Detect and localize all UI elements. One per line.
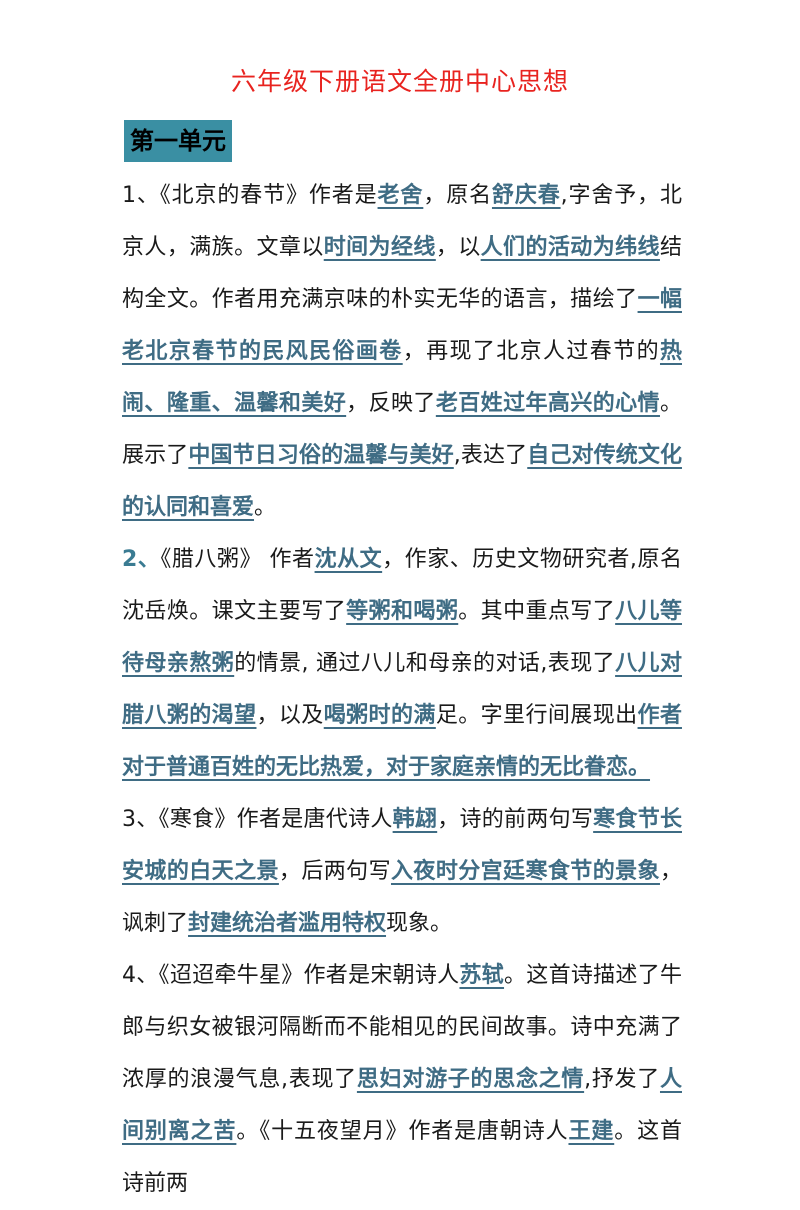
- paragraph-text: ，作家、历史文物研究者,原名沈岳焕。课文主要写了: [122, 547, 682, 624]
- highlighted-term: 喝粥时的满: [323, 703, 436, 728]
- highlighted-term: 八儿对腊八粥的渴望: [122, 651, 682, 728]
- paragraph-text: ,字舍予，北京人，满族。文章以: [122, 183, 682, 260]
- highlighted-term: 八儿等待母亲熬粥: [122, 599, 682, 676]
- highlighted-term: 舒庆春: [491, 183, 561, 208]
- paragraph-text: 1、《北京的春节》作者是: [122, 183, 378, 208]
- highlighted-term: 热闹、隆重、温馨和美好: [122, 339, 682, 416]
- highlighted-term: 人们的活动为纬线: [480, 235, 660, 260]
- highlighted-term: 等粥和喝粥: [346, 599, 459, 624]
- highlighted-term: 沈从文: [314, 547, 383, 572]
- paragraph-text: ,抒发了: [584, 1067, 660, 1092]
- highlighted-term: 入夜时分宫廷寒食节的景象: [390, 859, 660, 884]
- paragraph-text: 。展示了: [122, 391, 682, 468]
- highlighted-term: 中国节日习俗的温馨与美好: [188, 443, 454, 468]
- document-body: 1、《北京的春节》作者是老舍，原名舒庆春,字舍予，北京人，满族。文章以时间为经线…: [122, 170, 682, 1210]
- paragraph-text: 的情景, 通过八儿和母亲的对话,表现了: [234, 651, 616, 676]
- paragraph: 3、《寒食》作者是唐代诗人韩翃，诗的前两句写寒食节长安城的白天之景，后两句写入夜…: [122, 794, 682, 950]
- paragraph-text: ，讽刺了: [122, 859, 682, 936]
- highlighted-term: 老百姓过年高兴的心情: [435, 391, 660, 416]
- paragraph-text: ,表达了: [453, 443, 528, 468]
- highlighted-term: 韩翃: [392, 807, 438, 832]
- highlighted-term: 寒食节长安城的白天之景: [122, 807, 682, 884]
- paragraph-text: 3、《寒食》作者是唐代诗人: [122, 807, 393, 832]
- paragraph-text: ，以及: [256, 703, 324, 728]
- unit-heading: 第一单元: [124, 120, 232, 162]
- paragraph-text: 《腊八粥》 作者: [160, 547, 315, 572]
- highlighted-term: 老舍: [377, 183, 424, 208]
- paragraph-text: ，反映了: [346, 391, 436, 416]
- paragraph-text: 。这首诗描述了牛郎与织女被银河隔断而不能相见的民间故事。诗中充满了浓厚的浪漫气息…: [122, 963, 682, 1092]
- paragraph-text: 足。字里行间展现出: [435, 703, 638, 728]
- highlighted-term: 封建统治者滥用特权: [188, 911, 387, 936]
- paragraph-text: 。其中重点写了: [458, 599, 616, 624]
- paragraph-text: ，诗的前两句写: [437, 807, 594, 832]
- paragraph-text: 结构全文。作者用充满京味的朴实无华的语言，描绘了: [122, 235, 682, 312]
- document-page: 六年级下册语文全册中心思想 第一单元 1、《北京的春节》作者是老舍，原名舒庆春,…: [122, 67, 682, 1196]
- paragraph-text: 现象。: [386, 911, 453, 936]
- paragraph: 1、《北京的春节》作者是老舍，原名舒庆春,字舍予，北京人，满族。文章以时间为经线…: [122, 170, 682, 534]
- paragraph-text: 4、《迢迢牵牛星》作者是宋朝诗人: [122, 963, 460, 988]
- paragraph-text: ，后两句写: [278, 859, 391, 884]
- highlighted-term: 苏轼: [459, 963, 505, 988]
- highlighted-term: 时间为经线: [323, 235, 436, 260]
- highlighted-term: 一幅老北京春节的民风民俗画卷: [122, 287, 682, 364]
- paragraph-text: ，原名: [423, 183, 492, 208]
- paragraph-text: 。: [254, 495, 277, 520]
- highlighted-term: 思妇对游子的思念之情: [356, 1067, 585, 1092]
- paragraph: 2、《腊八粥》 作者沈从文，作家、历史文物研究者,原名沈岳焕。课文主要写了等粥和…: [122, 534, 682, 794]
- paragraph-text: ，再现了北京人过春节的: [402, 339, 660, 364]
- highlighted-term: 作者对于普通百姓的无比热爱，对于家庭亲情的无比眷恋。: [122, 703, 682, 780]
- document-title: 六年级下册语文全册中心思想: [230, 67, 569, 96]
- highlighted-term: 自己对传统文化的认同和喜爱: [122, 443, 682, 520]
- item-number: 2、: [122, 547, 161, 572]
- paragraph-text: ，以: [435, 235, 481, 260]
- paragraph: 4、《迢迢牵牛星》作者是宋朝诗人苏轼。这首诗描述了牛郎与织女被银河隔断而不能相见…: [122, 950, 682, 1210]
